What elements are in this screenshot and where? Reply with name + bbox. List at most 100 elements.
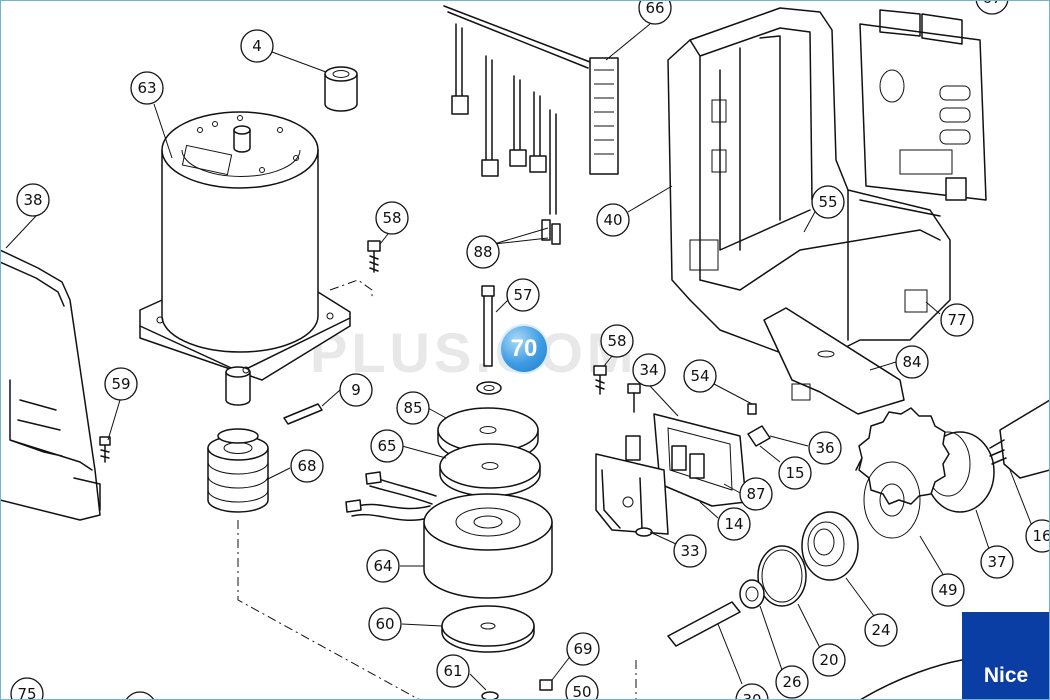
callout-63: 63 (130, 71, 164, 105)
callout-circle (506, 278, 540, 312)
callout-circle (940, 303, 974, 337)
callout-number: 49 (938, 581, 957, 599)
callout-number: 66 (645, 0, 664, 17)
part-stop-screw (747, 425, 771, 447)
watermark-text: PLUS.COM (310, 321, 638, 384)
callout-circle (739, 477, 773, 511)
callout-24: 24 (864, 613, 898, 647)
part-screw-c (99, 436, 111, 463)
callout-77: 77 (940, 303, 974, 337)
callout-number: 64 (373, 557, 392, 575)
callout-number: 50 (572, 683, 591, 700)
callout-85: 85 (396, 391, 430, 425)
callout-circle (366, 549, 400, 583)
callout-circle (566, 632, 600, 666)
part-pin-54 (747, 403, 757, 415)
callout-circle (717, 507, 751, 541)
callout-4: 4 (240, 29, 274, 63)
part-housing-cover (0, 249, 101, 521)
callout-circle (864, 613, 898, 647)
part-bearing (801, 511, 859, 581)
callout-number: 61 (443, 662, 462, 680)
callout-number: 60 (375, 615, 394, 633)
callout-circle (980, 545, 1014, 579)
callout-circle (370, 429, 404, 463)
assembly-axis-b (237, 520, 421, 700)
callout-circle (811, 185, 845, 219)
callout-69: 69 (566, 632, 600, 666)
callout-circle (290, 449, 324, 483)
callout-number: 85 (403, 399, 422, 417)
part-output-shaft (989, 399, 1050, 479)
callout-number: 38 (23, 191, 42, 209)
callout-circle (600, 324, 634, 358)
callout-55: 55 (811, 185, 845, 219)
callout-64: 64 (366, 549, 400, 583)
callout-88: 88 (466, 235, 500, 269)
callout-circle (596, 203, 630, 237)
callout-circle (1025, 519, 1050, 553)
part-disc-middle (439, 443, 541, 497)
callout-circle (775, 665, 809, 699)
callout-circle (240, 29, 274, 63)
callout-number: 63 (137, 79, 156, 97)
callout-number: 33 (680, 542, 699, 560)
part-gear (855, 407, 950, 539)
part-bushing (324, 66, 358, 112)
callout-number: 55 (818, 193, 837, 211)
part-lid-hinge (791, 383, 811, 401)
callout-circle (565, 675, 599, 700)
callout-circle (10, 677, 44, 700)
part-long-bolt (476, 285, 502, 395)
callout-number: 36 (815, 439, 834, 457)
callout-number: 69 (573, 640, 592, 658)
callout-circle (130, 71, 164, 105)
callout-number: 37 (987, 553, 1006, 571)
callout-number: 14 (724, 515, 743, 533)
callout-50: 50 (565, 675, 599, 700)
callout-circle (931, 573, 965, 607)
callout-number: 30 (742, 691, 761, 700)
part-lid (763, 307, 905, 415)
callout-65: 65 (370, 429, 404, 463)
callout-circle (436, 654, 470, 688)
callout-number: 58 (382, 209, 401, 227)
assembly-axis-a (329, 279, 373, 300)
callout-36: 36 (808, 431, 842, 465)
callout-circle (895, 345, 929, 379)
part-screw-b (593, 365, 607, 395)
highlighted-callout-70[interactable]: 70 (501, 326, 547, 372)
part-limit-switch-block (595, 435, 705, 537)
callout-circle (673, 534, 707, 568)
callout-circle (339, 373, 373, 407)
callout-circle (375, 201, 409, 235)
callout-circle (975, 0, 1009, 15)
callout-54: 54 (683, 359, 717, 393)
callout-87: 87 (739, 477, 773, 511)
callout-number: 24 (871, 621, 890, 639)
callout-67: 67 (975, 0, 1009, 15)
part-lid-slot (817, 350, 835, 358)
callout-number: 65 (377, 437, 396, 455)
callout-number: 87 (746, 485, 765, 503)
callout-30: 30 (735, 683, 769, 700)
callout-15: 15 (778, 456, 812, 490)
part-control-board (859, 9, 987, 201)
part-motor (139, 111, 351, 406)
callout-66: 66 (638, 0, 672, 25)
callout-number: 54 (690, 367, 709, 385)
callout-59: 59 (104, 367, 138, 401)
callout-number: 68 (297, 457, 316, 475)
part-wiring-harness (443, 5, 619, 215)
callout-number: 4 (252, 37, 262, 55)
watermark: PLUS.COM (244, 281, 638, 384)
callout-circle (396, 391, 430, 425)
callout-number: 16 (1032, 527, 1050, 545)
callout-circle (808, 431, 842, 465)
part-screw-61 (481, 691, 499, 700)
callout-number: 57 (513, 286, 532, 304)
callout-68: 68 (290, 449, 324, 483)
brand-logo: Nice (962, 612, 1050, 700)
